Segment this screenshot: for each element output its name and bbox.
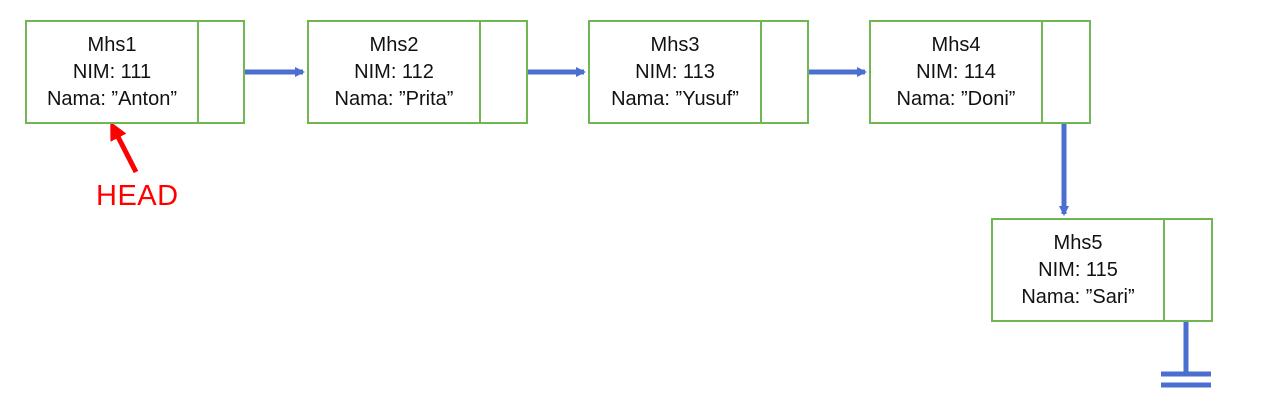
node-mhs4: Mhs4 NIM: 114 Nama: ”Doni” bbox=[869, 20, 1091, 124]
node-title: Mhs4 bbox=[931, 33, 981, 56]
node-next-pointer-cell bbox=[1163, 220, 1211, 320]
head-label: HEAD bbox=[96, 180, 179, 212]
node-title: Mhs2 bbox=[369, 33, 419, 56]
node-mhs1: Mhs1 NIM: 111 Nama: ”Anton” bbox=[25, 20, 245, 124]
node-nim: NIM: 113 bbox=[635, 60, 715, 83]
node-next-pointer-cell bbox=[1041, 22, 1089, 122]
head-pointer-arrow bbox=[110, 121, 139, 174]
node-nama: Nama: ”Yusuf” bbox=[611, 87, 739, 110]
node-next-pointer-cell bbox=[197, 22, 243, 122]
node-title: Mhs3 bbox=[650, 33, 700, 56]
node-nim: NIM: 111 bbox=[72, 60, 152, 83]
node-mhs2: Mhs2 NIM: 112 Nama: ”Prita” bbox=[307, 20, 528, 124]
node-data-cell: Mhs5 NIM: 115 Nama: ”Sari” bbox=[993, 220, 1163, 320]
node-title: Mhs1 bbox=[87, 33, 137, 56]
node-next-pointer-cell bbox=[760, 22, 807, 122]
node-nama: Nama: ”Anton” bbox=[46, 87, 178, 110]
node-nama: Nama: ”Sari” bbox=[1021, 285, 1135, 308]
node-title: Mhs5 bbox=[1053, 231, 1103, 254]
node-next-pointer-cell bbox=[479, 22, 526, 122]
null-ground-symbol bbox=[1161, 322, 1211, 388]
node-data-cell: Mhs1 NIM: 111 Nama: ”Anton” bbox=[27, 22, 197, 122]
node-mhs3: Mhs3 NIM: 113 Nama: ”Yusuf” bbox=[588, 20, 809, 124]
node-nama: Nama: ”Prita” bbox=[334, 87, 454, 110]
node-nim: NIM: 114 bbox=[916, 60, 996, 83]
node-nim: NIM: 115 bbox=[1038, 258, 1118, 281]
node-data-cell: Mhs3 NIM: 113 Nama: ”Yusuf” bbox=[590, 22, 760, 122]
node-nim: NIM: 112 bbox=[354, 60, 434, 83]
node-data-cell: Mhs4 NIM: 114 Nama: ”Doni” bbox=[871, 22, 1041, 122]
node-data-cell: Mhs2 NIM: 112 Nama: ”Prita” bbox=[309, 22, 479, 122]
node-mhs5: Mhs5 NIM: 115 Nama: ”Sari” bbox=[991, 218, 1213, 322]
node-nama: Nama: ”Doni” bbox=[896, 87, 1016, 110]
